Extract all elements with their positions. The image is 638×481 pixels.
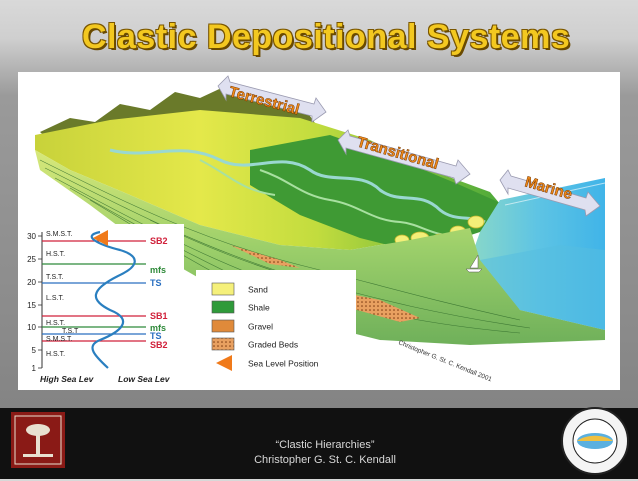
shale-swatch: [211, 300, 235, 314]
footer-bar: [0, 408, 638, 479]
delta-plain: [250, 135, 505, 248]
legend-label: Shale: [248, 303, 270, 313]
axis-tick-label: 1: [32, 364, 37, 373]
curve-xlabel-left: High Sea Lev: [40, 374, 95, 384]
axis-tick-label: 30: [27, 232, 36, 241]
sea-level-curve: [90, 230, 136, 369]
graded-beds-swatch: [211, 337, 235, 351]
surface-label: SB2: [150, 340, 168, 350]
surface-label: mfs: [150, 323, 166, 333]
university-logo-left: [11, 412, 65, 468]
slide-title: Clastic Depositional Systems: [82, 18, 571, 56]
transitional-arrow: [337, 129, 471, 185]
axis-tick-label: 15: [27, 301, 36, 310]
marine-arrow: [499, 169, 601, 217]
systems-tract-label: T.S.T.: [46, 274, 64, 281]
surface-label: SB1: [150, 311, 168, 321]
legend-label: Sea Level Position: [248, 359, 319, 369]
footer-line-1: “Clastic Hierarchies”: [275, 439, 375, 451]
footer-line-2: Christopher G. St. C. Kendall: [254, 454, 396, 466]
credit-text: Christopher G. St. C. Kendall 2001: [397, 339, 493, 383]
legend-label: Graded Beds: [248, 340, 298, 350]
river-channel: [109, 148, 486, 224]
axis-tick-label: 20: [27, 278, 36, 287]
strata-section: [35, 150, 605, 345]
university-seal-right: [556, 406, 634, 476]
footer-citation: “Clastic Hierarchies” Christopher G. St.…: [200, 438, 450, 468]
gravel-swatch: [211, 319, 235, 333]
axis-tick-label: 10: [27, 323, 36, 332]
surface-label: mfs: [150, 265, 166, 275]
systems-tract-label: L.S.T.: [46, 295, 64, 302]
systems-tract-label: H.S.T.: [46, 320, 65, 327]
sea-level-marker-icon: [93, 230, 108, 246]
surface-label: SB2: [150, 236, 168, 246]
systems-tract-label: H.S.T.: [46, 351, 65, 358]
legend-label: Gravel: [248, 322, 273, 332]
legend-label: Sand: [248, 285, 268, 295]
surface-label: TS: [150, 278, 162, 288]
water-section: [480, 245, 605, 330]
curve-xlabel-right: Low Sea Lev: [118, 374, 171, 384]
triangle-marker-icon: [216, 355, 232, 371]
axis-tick-label: 25: [27, 255, 36, 264]
systems-tract-label: S.M.S.T.: [46, 231, 73, 238]
axis-tick-label: 5: [32, 346, 37, 355]
systems-tract-label: H.S.T.: [46, 251, 65, 258]
systems-tract-label: S.M.S.T.: [46, 336, 73, 343]
sailboat-icon: [465, 254, 483, 273]
terrestrial-arrow: [217, 75, 327, 123]
sand-swatch: [211, 282, 235, 296]
surface-label: TS: [150, 331, 162, 341]
systems-tract-label: T.S.T: [62, 328, 79, 335]
